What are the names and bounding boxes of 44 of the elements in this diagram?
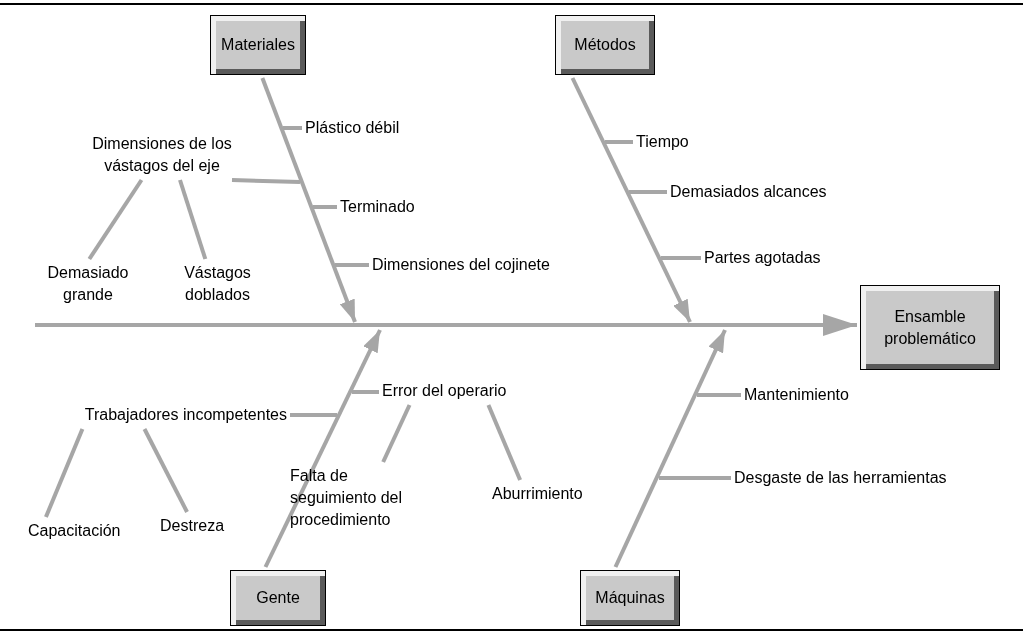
category-box: Máquinas bbox=[580, 570, 680, 626]
bone-arrow bbox=[570, 77, 692, 323]
leader-line bbox=[486, 404, 522, 481]
category-box: Materiales bbox=[210, 15, 306, 75]
leader-line bbox=[290, 413, 337, 417]
bone-arrow bbox=[263, 329, 382, 568]
cause-label: Mantenimiento bbox=[744, 384, 849, 406]
cause-label: Dimensiones de los vástagos del eje bbox=[92, 133, 232, 177]
leader-line bbox=[283, 126, 302, 130]
cause-label: Partes agotadas bbox=[704, 247, 821, 269]
cause-label: Error del operario bbox=[382, 380, 507, 402]
spine-arrow bbox=[35, 314, 857, 336]
sub-cause-label: Falta de seguimiento del procedimiento bbox=[290, 465, 420, 531]
leader-line bbox=[381, 404, 412, 463]
sub-cause-label: Demasiado grande bbox=[42, 262, 134, 306]
cause-label: Tiempo bbox=[636, 131, 689, 153]
sub-cause-label: Vástagos doblados bbox=[170, 262, 265, 306]
leader-line bbox=[352, 390, 379, 394]
leader-line bbox=[335, 263, 369, 267]
sub-cause-label: Aburrimiento bbox=[492, 483, 583, 505]
sub-cause-label: Capacitación bbox=[28, 520, 121, 542]
cause-label: Trabajadores incompetentes bbox=[12, 404, 287, 426]
leader-line bbox=[231, 178, 301, 184]
category-box: Métodos bbox=[555, 15, 655, 75]
cause-label: Desgaste de las herramientas bbox=[734, 467, 947, 489]
cause-label: Demasiados alcances bbox=[670, 181, 827, 203]
cause-label: Dimensiones del cojinete bbox=[372, 254, 550, 276]
bone-arrow bbox=[613, 329, 727, 568]
leader-line bbox=[661, 256, 701, 260]
leader-line bbox=[178, 179, 208, 260]
leader-line bbox=[313, 205, 337, 209]
leader-line bbox=[629, 190, 667, 194]
cause-label: Terminado bbox=[340, 196, 415, 218]
leader-line bbox=[87, 178, 144, 261]
cause-label: Plástico débil bbox=[305, 117, 400, 139]
leader-line bbox=[659, 476, 731, 480]
leader-line bbox=[697, 393, 741, 397]
leader-line bbox=[605, 140, 633, 144]
category-box: Gente bbox=[230, 570, 326, 626]
bone-arrow bbox=[260, 77, 357, 323]
leader-line bbox=[142, 428, 189, 513]
effect-box: Ensamble problemático bbox=[860, 285, 1000, 370]
sub-cause-label: Destreza bbox=[160, 515, 225, 537]
leader-line bbox=[44, 428, 85, 518]
